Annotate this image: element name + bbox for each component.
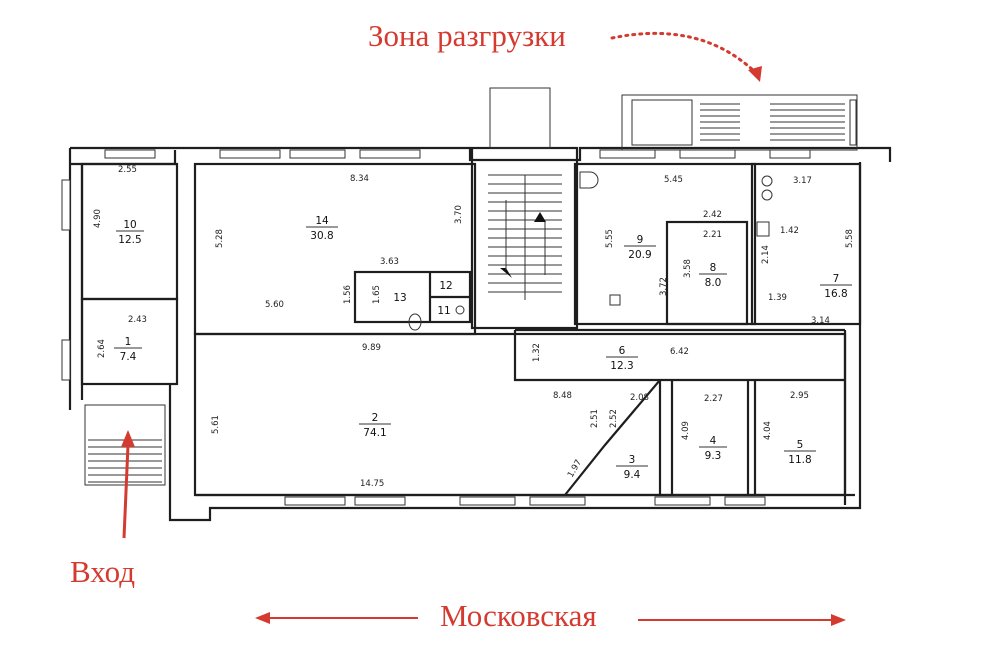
interior-walls <box>80 162 862 497</box>
room-area: 9.4 <box>624 469 641 481</box>
room-area: 8.0 <box>705 277 722 289</box>
dimension-label: 3.70 <box>454 205 464 224</box>
room-11-label: 11 <box>437 305 450 317</box>
room-9-label: 9 20.9 <box>624 234 656 261</box>
dimension-label: 8.48 <box>553 391 572 401</box>
room-number: 10 <box>123 219 136 231</box>
room-area: 12.5 <box>118 234 141 246</box>
entrance-staircase <box>84 404 166 486</box>
unloading-arrow-head <box>748 66 762 82</box>
dimension-label: 1.39 <box>768 293 787 303</box>
room-number: 8 <box>710 262 717 274</box>
room-6-label: 6 12.3 <box>606 345 638 372</box>
room-area: 74.1 <box>363 427 386 439</box>
dimension-label: 2.21 <box>703 230 722 240</box>
room-number: 4 <box>710 435 717 447</box>
dimension-label: 3.58 <box>683 259 693 278</box>
dimension-label: 1.32 <box>532 343 542 362</box>
room-4-label: 4 9.3 <box>699 435 727 462</box>
room-14-label: 14 30.8 <box>306 215 338 242</box>
room-1-label: 1 7.4 <box>114 336 142 363</box>
main-staircase <box>488 174 562 300</box>
dimension-label: 1.65 <box>372 285 382 304</box>
dimension-label: 5.55 <box>605 229 615 248</box>
entrance-label: Вход <box>70 554 135 589</box>
room-area: 7.4 <box>120 351 137 363</box>
dimension-label: 5.45 <box>664 175 683 185</box>
room-number: 6 <box>619 345 626 357</box>
room-number: 11 <box>437 305 450 317</box>
dimension-label: 8.34 <box>350 174 369 184</box>
room-area: 9.3 <box>705 450 722 462</box>
room-13-label: 13 <box>393 292 406 304</box>
entrance-arrow-head <box>121 430 135 447</box>
dimension-label: 2.42 <box>703 210 722 220</box>
unloading-stair-block <box>621 94 858 151</box>
room-10-label: 10 12.5 <box>116 219 144 246</box>
room-number: 12 <box>439 280 452 292</box>
room-number: 14 <box>315 215 329 227</box>
unloading-staircase <box>700 103 845 141</box>
dimension-label: 4.09 <box>681 421 691 440</box>
street-arrow-left-head <box>255 612 270 624</box>
room-area: 30.8 <box>310 230 333 242</box>
street-arrow-right-head <box>831 614 846 626</box>
dimension-label: 3.14 <box>811 316 830 326</box>
dimension-label: 2.14 <box>761 245 771 264</box>
annotation-arrows <box>121 31 846 626</box>
entrance-arrow <box>122 444 130 539</box>
room-labels: 10 12.5 14 30.8 13 12 11 1 7.4 2 74.1 <box>114 215 852 481</box>
dimension-label: 5.61 <box>211 415 221 434</box>
dimension-label: 6.42 <box>670 347 689 357</box>
outer-walls <box>68 87 892 522</box>
unloading-dotted-arrow <box>610 31 757 74</box>
dimension-label: 2.95 <box>790 391 809 401</box>
dimension-label: 1.42 <box>780 226 799 236</box>
room-number: 13 <box>393 292 406 304</box>
windows <box>61 149 811 506</box>
dimension-label: 9.89 <box>362 343 381 353</box>
unloading-zone-label: Зона разгрузки <box>368 18 566 53</box>
room-area: 20.9 <box>628 249 651 261</box>
dimension-label: 3.72 <box>659 277 669 296</box>
room-area: 11.8 <box>788 454 811 466</box>
room-3-label: 3 9.4 <box>616 454 648 481</box>
dimension-label: 14.75 <box>360 479 384 489</box>
dimension-label: 3.63 <box>380 257 399 267</box>
top-wall <box>70 146 892 162</box>
room-2-label: 2 74.1 <box>359 412 391 439</box>
dimension-label: 2.51 <box>590 409 600 428</box>
dimension-label: 2.55 <box>118 165 137 175</box>
room-number: 7 <box>833 273 840 285</box>
dimension-label: 1.56 <box>343 285 353 304</box>
room-number: 2 <box>372 412 379 424</box>
dimension-label: 5.58 <box>845 229 855 248</box>
dimension-label: 2.43 <box>128 315 147 325</box>
dimension-label: 2.64 <box>97 339 107 358</box>
room-12-label: 12 <box>439 280 452 292</box>
room-8-label: 8 8.0 <box>699 262 727 289</box>
dimension-label: 3.17 <box>793 176 812 186</box>
dimension-label: 2.52 <box>609 409 619 428</box>
room-5-label: 5 11.8 <box>784 439 816 466</box>
room-number: 9 <box>637 234 644 246</box>
room-area: 16.8 <box>824 288 847 300</box>
dimension-label: 4.90 <box>93 209 103 228</box>
dimension-label: 2.08 <box>630 393 649 403</box>
room-number: 1 <box>125 336 132 348</box>
dimension-label: 5.28 <box>215 229 225 248</box>
room-7-label: 7 16.8 <box>820 273 852 300</box>
room-number: 3 <box>629 454 636 466</box>
street-label: Московская <box>440 598 597 633</box>
sanitary-fixtures <box>408 171 773 331</box>
dimension-label: 2.27 <box>704 394 723 404</box>
dimension-label: 4.04 <box>763 421 773 440</box>
dimension-label: 5.60 <box>265 300 284 310</box>
room-number: 5 <box>797 439 804 451</box>
bottom-wall <box>168 385 862 522</box>
room-area: 12.3 <box>610 360 633 372</box>
dimension-labels: 2.55 4.90 8.34 5.28 3.70 3.63 5.60 1.56 … <box>93 165 855 489</box>
